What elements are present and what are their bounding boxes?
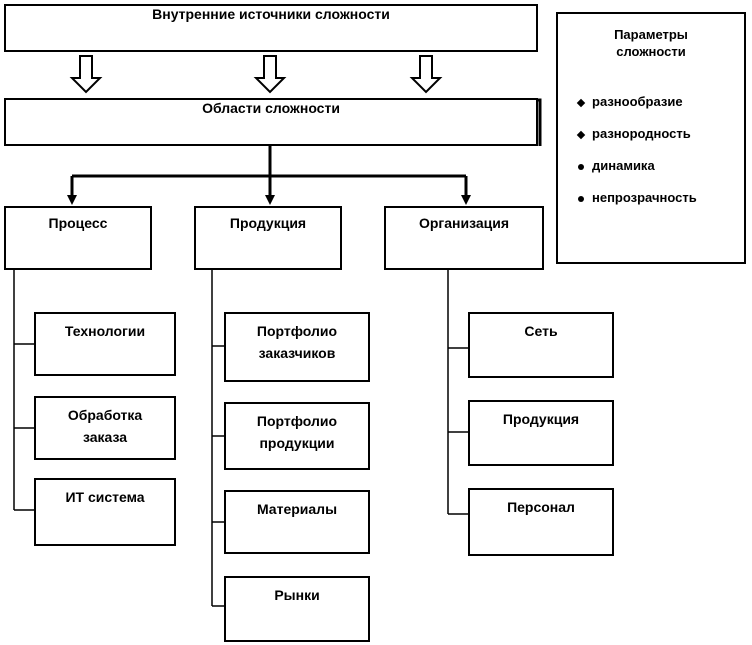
param-item-heterogeneity: разнородность <box>576 126 691 141</box>
dot-bullet-icon <box>578 163 584 170</box>
complexity-parameters-box: Параметры сложности разнообразие разноро… <box>556 12 746 264</box>
category-organization-box: Организация <box>384 206 544 270</box>
category-process-box: Процесс <box>4 206 152 270</box>
param-item-opacity: непрозрачность <box>578 190 697 205</box>
process-it-system-label: ИТ система <box>65 489 145 505</box>
param-label: разнообразие <box>592 94 683 109</box>
internal-sources-title: Внутренние источники сложности <box>152 6 390 22</box>
organization-products-label: Продукция <box>502 411 580 427</box>
product-materials-box: Материалы <box>224 490 370 554</box>
product-customer-portfolio-label: Портфолио заказчиков <box>256 323 338 361</box>
product-materials-label: Материалы <box>256 501 338 517</box>
dot-bullet-icon <box>578 195 584 202</box>
tree-lines-product <box>211 270 224 607</box>
process-technologies-box: Технологии <box>34 312 176 376</box>
category-product-box: Продукция <box>194 206 342 270</box>
process-it-system-box: ИТ система <box>34 478 176 546</box>
param-label: динамика <box>592 158 655 173</box>
organization-network-box: Сеть <box>468 312 614 378</box>
distribution-lines <box>67 146 471 205</box>
organization-network-label: Сеть <box>524 323 558 339</box>
diamond-bullet-icon <box>576 98 586 107</box>
category-process-label: Процесс <box>48 215 108 231</box>
param-item-diversity: разнообразие <box>576 94 683 109</box>
complexity-areas-title: Области сложности <box>202 100 340 116</box>
product-product-portfolio-label: Портфолио продукции <box>256 413 338 451</box>
diamond-bullet-icon <box>576 130 586 139</box>
organization-products-box: Продукция <box>468 400 614 466</box>
block-arrow-right <box>409 55 443 94</box>
complexity-areas-box: Области сложности <box>4 98 538 146</box>
param-item-dynamics: динамика <box>578 158 655 173</box>
product-markets-label: Рынки <box>274 587 320 603</box>
internal-sources-box: Внутренние источники сложности <box>4 4 538 52</box>
organization-personnel-box: Персонал <box>468 488 614 556</box>
process-order-processing-label: Обработка заказа <box>67 407 143 445</box>
process-technologies-label: Технологии <box>64 323 146 339</box>
tree-lines-process <box>13 270 34 511</box>
product-customer-portfolio-box: Портфолио заказчиков <box>224 312 370 382</box>
param-label: непрозрачность <box>592 190 697 205</box>
block-arrow-left <box>69 55 103 94</box>
product-product-portfolio-box: Портфолио продукции <box>224 402 370 470</box>
category-product-label: Продукция <box>229 215 307 231</box>
organization-personnel-label: Персонал <box>507 499 575 515</box>
process-order-processing-box: Обработка заказа <box>34 396 176 460</box>
product-markets-box: Рынки <box>224 576 370 642</box>
tree-lines-organization <box>447 270 468 515</box>
category-organization-label: Организация <box>418 215 510 231</box>
param-label: разнородность <box>592 126 691 141</box>
block-arrow-center <box>253 55 287 94</box>
complexity-parameters-title: Параметры сложности <box>614 27 688 59</box>
